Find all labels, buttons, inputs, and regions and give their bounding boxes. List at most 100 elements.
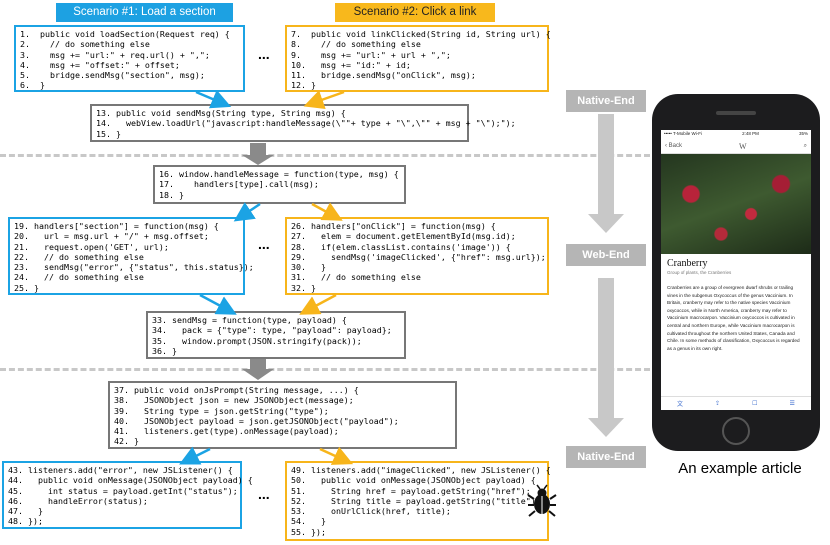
arrow-prompt-to-error-listener xyxy=(179,446,211,465)
code-line: 24. // do something else xyxy=(14,272,144,283)
article-hero-image xyxy=(661,154,811,254)
language-icon[interactable]: 文 xyxy=(677,401,684,408)
code-box-section-handler: 19. handlers["section"] = function(msg) … xyxy=(8,217,254,295)
arrow-scenario1-to-sendmsg xyxy=(195,89,232,109)
code-box-error-listener: 43. listeners.add("error", new JSListene… xyxy=(2,461,253,529)
arrow-section-to-sendmsg-web xyxy=(199,293,237,315)
back-button[interactable]: ‹ Back xyxy=(665,143,683,149)
code-line: 19. handlers["section"] = function(msg) … xyxy=(14,221,219,231)
code-line: 17. handlers[type].call(msg); xyxy=(159,179,319,190)
down-arrow-web-to-native xyxy=(242,359,274,380)
article-body: Cranberries are a group of evergreen dwa… xyxy=(667,285,800,351)
status-bar: ••••• T-Mobile Wi-Fi 2:48 PM 35% xyxy=(661,130,811,139)
layer-separator-top xyxy=(0,154,650,157)
article-toolbar: 文 ⇪ ☐ ☰ xyxy=(661,396,811,410)
code-line: 55. }); xyxy=(291,526,326,537)
code-line: 41. listeners.get(type).onMessage(payloa… xyxy=(114,426,339,437)
code-line: 12. } xyxy=(291,80,316,91)
article-navbar: ‹ Back W ⌕ xyxy=(661,139,811,154)
code-box-handle-message: 16. window.handleMessage = function(type… xyxy=(153,165,406,204)
ellipsis-middle: ... xyxy=(258,236,270,252)
article-title: Cranberry xyxy=(667,258,708,269)
code-line: 54. } xyxy=(291,516,326,527)
code-line: 48. }); xyxy=(8,516,43,527)
scenario2-header: Scenario #2: Click a link xyxy=(335,3,495,22)
scenario1-header: Scenario #1: Load a section xyxy=(56,3,233,22)
arrow-onclick-to-sendmsg-web xyxy=(299,293,337,315)
code-line: 1. public void loadSection(Request req) … xyxy=(20,29,230,39)
code-line: 26. handlers["onClick"] = function(msg) … xyxy=(291,221,496,231)
code-line: 9. msg += "url:" + url + ","; xyxy=(291,49,451,60)
search-icon[interactable]: ⌕ xyxy=(803,142,807,149)
code-line: 18. } xyxy=(159,189,184,200)
code-line: 23. sendMsg("error", {"status", this.sta… xyxy=(14,262,254,273)
code-line: 22. // do something else xyxy=(14,251,144,262)
code-line: 11. bridge.sendMsg("onClick", msg); xyxy=(291,70,476,81)
code-box-link-clicked: 7. public void linkClicked(String id, St… xyxy=(285,25,551,92)
code-line: 6. } xyxy=(20,80,45,91)
code-line: 29. sendMsg('imageClicked', {"href": msg… xyxy=(291,251,546,262)
arrow-handler-to-section xyxy=(233,202,261,222)
code-line: 40. JSONObject payload = json.getJSONObj… xyxy=(114,415,399,426)
code-line: 51. String href = payload.getString("hre… xyxy=(291,485,531,496)
code-line: 52. String title = payload.getString("ti… xyxy=(291,495,541,506)
layer-separator-bottom xyxy=(0,368,650,371)
side-arrow-2 xyxy=(588,278,624,437)
code-line: 39. String type = json.getString("type")… xyxy=(114,405,329,416)
code-box-on-js-prompt: 37. public void onJsPrompt(String messag… xyxy=(108,381,457,449)
ellipsis-bottom: ... xyxy=(258,486,270,502)
phone-screen: ••••• T-Mobile Wi-Fi 2:48 PM 35% ‹ Back … xyxy=(661,130,811,410)
code-line: 46. handleError(status); xyxy=(8,495,148,506)
code-line: 15. } xyxy=(96,128,121,139)
code-box-onclick-handler: 26. handlers["onClick"] = function(msg) … xyxy=(285,217,549,295)
article-subtitle: Group of plants, the Cranberries xyxy=(667,270,732,275)
code-line: 3. msg += "url:" + req.url() + ","; xyxy=(20,49,210,60)
code-line: 36. } xyxy=(152,345,177,356)
home-button[interactable] xyxy=(722,417,750,445)
code-line: 13. public void sendMsg(String type, Str… xyxy=(96,108,346,118)
code-line: 43. listeners.add("error", new JSListene… xyxy=(8,465,233,475)
layer-label-native-end-top: Native-End xyxy=(566,90,646,112)
code-line: 47. } xyxy=(8,506,43,517)
code-box-load-section: 1. public void loadSection(Request req) … xyxy=(14,25,245,92)
time-label: 2:48 PM xyxy=(742,131,759,136)
code-line: 34. pack = {"type": type, "payload": pay… xyxy=(152,325,392,336)
bookmark-icon[interactable]: ☐ xyxy=(752,400,758,407)
code-line: 20. url = msg.url + "/" + msg.offset; xyxy=(14,231,209,242)
code-line: 16. window.handleMessage = function(type… xyxy=(159,169,399,179)
code-box-image-clicked-listener: 49. listeners.add("imageClicked", new JS… xyxy=(285,461,551,541)
battery-label: 35% xyxy=(798,131,808,136)
code-line: 10. msg += "id:" + id; xyxy=(291,59,411,70)
code-line: 27. elem = document.getElementById(msg.i… xyxy=(291,231,516,242)
layer-label-web-end: Web-End xyxy=(566,244,646,266)
code-line: 35. window.prompt(JSON.stringify(pack)); xyxy=(152,335,362,346)
code-box-send-msg-web: 33. sendMsg = function(type, payload) {3… xyxy=(146,311,406,359)
code-line: 25. } xyxy=(14,282,39,293)
side-arrow-1 xyxy=(588,114,624,233)
code-line: 31. // do something else xyxy=(291,272,421,283)
code-line: 32. } xyxy=(291,282,316,293)
code-line: 37. public void onJsPrompt(String messag… xyxy=(114,385,359,395)
code-line: 4. msg += "offset:" + offset; xyxy=(20,59,180,70)
ellipsis-top: ... xyxy=(258,46,270,62)
down-arrow-native-to-web xyxy=(242,143,274,165)
code-line: 8. // do something else xyxy=(291,39,421,50)
code-line: 28. if(elem.classList.contains('image'))… xyxy=(291,241,511,252)
carrier-label: ••••• T-Mobile Wi-Fi xyxy=(664,131,703,136)
code-line: 50. public void onMessage(JSONObject pay… xyxy=(291,475,536,486)
code-line: 30. } xyxy=(291,262,326,273)
wikipedia-logo: W xyxy=(739,141,747,151)
bug-icon xyxy=(527,484,557,517)
code-line: 45. int status = payload.getInt("status"… xyxy=(8,485,238,496)
code-line: 21. request.open('GET', url); xyxy=(14,241,169,252)
phone-caption: An example article xyxy=(678,460,802,477)
contents-icon[interactable]: ☰ xyxy=(789,400,795,407)
code-line: 42. } xyxy=(114,436,139,447)
phone-mockup: ••••• T-Mobile Wi-Fi 2:48 PM 35% ‹ Back … xyxy=(652,94,820,451)
share-icon[interactable]: ⇪ xyxy=(715,400,721,407)
layer-label-native-end-bottom: Native-End xyxy=(566,446,646,468)
arrow-scenario2-to-sendmsg xyxy=(303,90,345,110)
phone-speaker xyxy=(716,111,756,115)
code-line: 5. bridge.sendMsg("section", msg); xyxy=(20,70,205,81)
